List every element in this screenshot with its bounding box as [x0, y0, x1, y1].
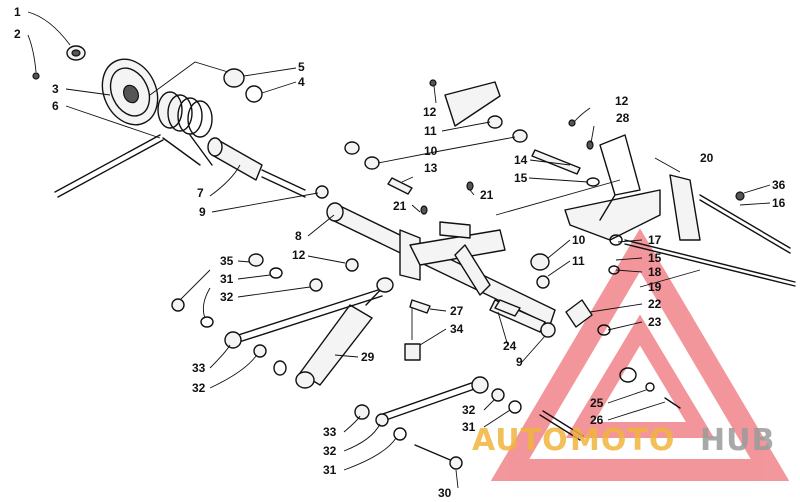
watermark-triangle-outer	[490, 228, 790, 481]
idler-wheel-part	[101, 58, 159, 126]
sleeve-part	[207, 137, 306, 198]
watermark-text: AUTO MOTO HUB	[472, 423, 775, 458]
callout-10b: 10	[572, 233, 586, 247]
callout-3: 3	[52, 82, 59, 96]
callout-12b: 12	[615, 94, 629, 108]
callout-15b: 15	[648, 251, 662, 265]
callout-29: 29	[361, 350, 375, 364]
coil-spring-part	[157, 91, 213, 166]
skid-bracket-part	[564, 134, 701, 246]
callout-32a: 32	[220, 290, 234, 304]
bushing-11-part	[487, 115, 503, 129]
callout-22: 22	[648, 297, 662, 311]
callout-12a: 12	[423, 105, 437, 119]
callout-31c: 31	[323, 463, 337, 477]
callout-4: 4	[298, 75, 305, 89]
callout-13: 13	[424, 161, 438, 175]
callout-20: 20	[700, 151, 714, 165]
flange-bushing-part	[223, 68, 245, 88]
line-art	[32, 45, 796, 470]
callout-33b: 33	[323, 425, 337, 439]
callout-9a: 9	[199, 205, 206, 219]
bushing-part	[66, 45, 86, 61]
watermark-moto: MOTO	[570, 423, 675, 458]
callout-32c: 32	[462, 403, 476, 417]
callout-5: 5	[298, 60, 305, 74]
callout-11a: 11	[424, 124, 437, 138]
callout-17: 17	[648, 233, 662, 247]
callout-11b: 11	[572, 254, 585, 268]
upper-bracket-part	[444, 81, 501, 127]
callout-labels: 1 2 3 6 5 4 12 11 12 28 10 13 14 15 20 7…	[14, 5, 786, 500]
callout-32d: 32	[323, 444, 337, 458]
callout-23: 23	[648, 315, 662, 329]
screw-part	[32, 72, 40, 80]
callout-31b: 31	[462, 420, 476, 434]
callout-28: 28	[616, 111, 630, 125]
watermark-logo	[490, 228, 790, 481]
callout-36: 36	[772, 178, 786, 192]
lower-link-arm-part	[354, 376, 584, 470]
shock-absorber-part	[295, 277, 394, 389]
callout-16: 16	[772, 196, 786, 210]
callout-26: 26	[590, 413, 604, 427]
callout-21b: 21	[393, 199, 407, 213]
callout-21a: 21	[480, 188, 494, 202]
leader-lines	[27, 11, 771, 489]
callout-10a: 10	[424, 144, 438, 158]
callout-33a: 33	[192, 361, 206, 375]
long-rod-part	[54, 134, 201, 198]
main-frame-part	[326, 202, 556, 333]
callout-34: 34	[450, 322, 464, 336]
watermark-hub: HUB	[700, 423, 775, 458]
callout-2: 2	[14, 27, 21, 41]
callout-19: 19	[648, 280, 662, 294]
callout-30: 30	[438, 486, 452, 500]
callout-14: 14	[514, 153, 528, 167]
callout-8: 8	[295, 229, 302, 243]
callout-35: 35	[220, 254, 234, 268]
callout-6: 6	[52, 99, 59, 113]
callout-31a: 31	[220, 272, 234, 286]
callout-32b: 32	[192, 381, 206, 395]
callout-1: 1	[14, 5, 21, 19]
plate-part	[565, 299, 593, 328]
callout-18: 18	[648, 265, 662, 279]
bushing-10-part	[512, 129, 528, 143]
callout-27: 27	[450, 304, 464, 318]
callout-9b: 9	[516, 355, 523, 369]
callout-25: 25	[590, 396, 604, 410]
callout-7: 7	[197, 186, 204, 200]
callout-12c: 12	[292, 248, 306, 262]
callout-15a: 15	[514, 171, 528, 185]
upper-link-arm-part	[171, 253, 431, 376]
watermark-auto: AUTO	[472, 423, 569, 458]
callout-24: 24	[503, 339, 517, 353]
watermark-triangle-inner	[565, 314, 715, 438]
washer-part	[245, 85, 263, 103]
